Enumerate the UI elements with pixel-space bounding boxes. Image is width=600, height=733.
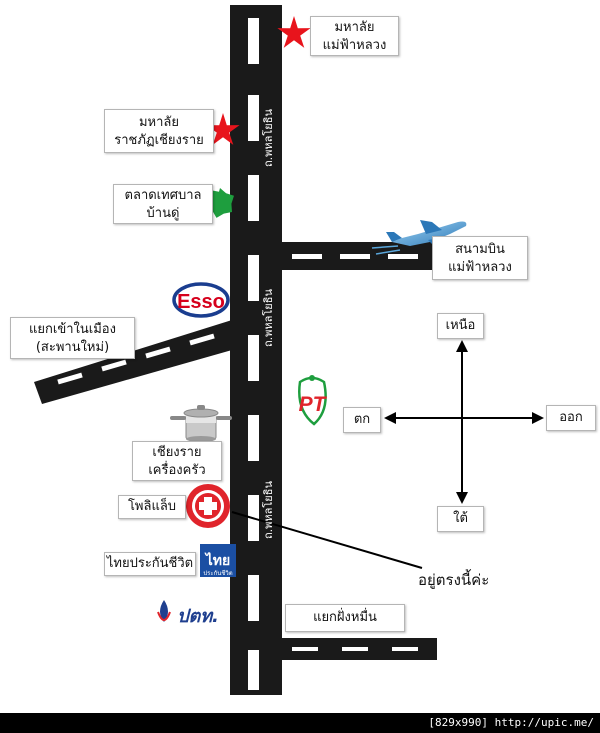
red-star-icon [206, 113, 240, 145]
pointer-line [231, 511, 423, 569]
here-label: อยู่ตรงนี้ค่ะ [418, 571, 490, 589]
airport-road [278, 242, 434, 270]
thai-life-logo-subtext: ประกันชีวิต [203, 569, 232, 577]
red-star-icon [277, 16, 311, 48]
label-thai-life: ไทยประกันชีวิต [104, 552, 196, 576]
footer-bar: [829x990] http://upic.me/ [0, 713, 600, 733]
label-crru-university: มหาลัย ราชภัฏเชียงราย [104, 109, 214, 153]
cooking-pot-icon [170, 405, 232, 442]
label-airport: สนามบิน แม่ฟ้าหลวง [432, 236, 528, 280]
pt-text: PT [299, 393, 328, 416]
polilab-cross-icon [186, 484, 230, 528]
road-name-label: ถ.พหลโยธิน [261, 109, 275, 167]
city-road [34, 320, 232, 404]
road-name-label: ถ.พหลโยธิน [261, 481, 275, 539]
label-city-junction: แยกเข้าในเมือง (สะพานใหม่) [10, 317, 135, 359]
fang-road [280, 638, 437, 660]
compass-west: ตก [343, 407, 381, 433]
label-fang-junction: แยกฝั่งหมื่น [285, 604, 405, 632]
compass-south: ใต้ [437, 506, 484, 532]
esso-text: Esso [177, 291, 225, 313]
pt-logo: PT [298, 375, 328, 426]
road-layer: Esso PT ไทย ป [34, 5, 544, 695]
esso-logo: Esso [172, 282, 230, 318]
road-name-label: ถ.พหลโยธิน [261, 289, 275, 347]
ptt-logo: ปตท. [157, 600, 219, 627]
thai-life-logo-text: ไทย [204, 551, 230, 569]
label-kitchen-store: เชียงราย เครื่องครัว [132, 441, 222, 481]
compass-arrows [384, 340, 544, 504]
footer-text: [829x990] http://upic.me/ [428, 716, 594, 729]
label-municipal-market: ตลาดเทศบาล บ้านดู่ [113, 184, 213, 224]
compass-east: ออก [546, 405, 596, 431]
label-mfu-university: มหาลัย แม่ฟ้าหลวง [310, 16, 399, 56]
ptt-text: ปตท. [177, 606, 219, 627]
thai-life-logo: ไทย ประกันชีวิต [200, 544, 236, 577]
label-polilab: โพลิแล็บ [118, 495, 186, 519]
main-road [230, 5, 282, 695]
compass-north: เหนือ [437, 313, 484, 339]
